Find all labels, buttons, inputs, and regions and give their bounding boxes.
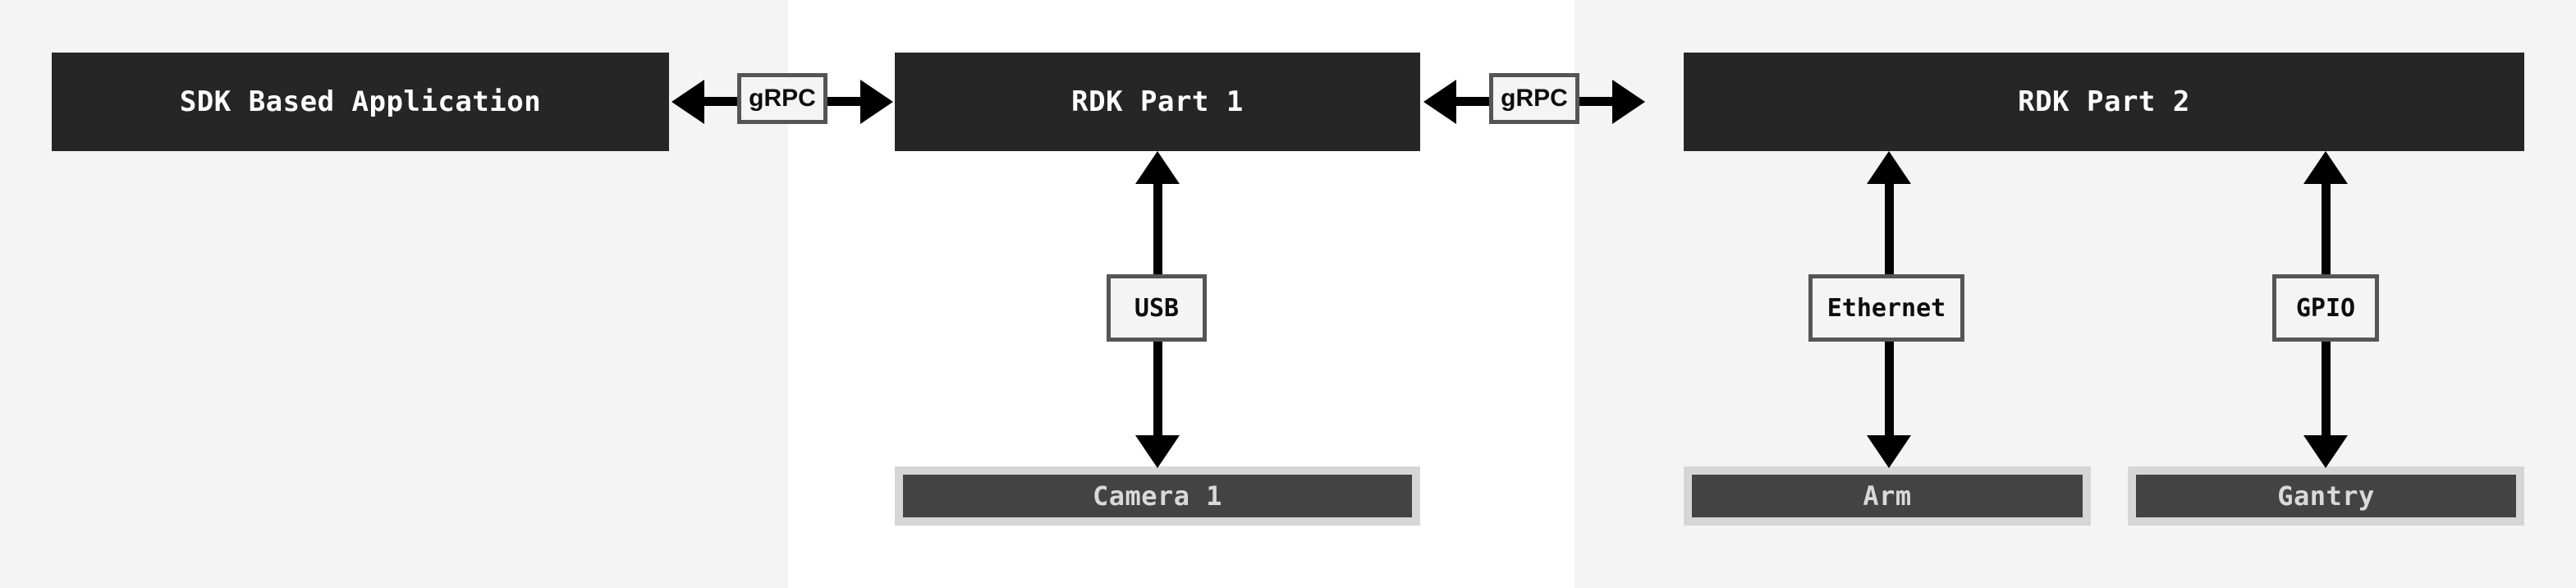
node-arm[interactable]: Arm [1684,466,2091,526]
node-arm-label: Arm [1863,480,1912,512]
node-rdk-part-2[interactable]: RDK Part 2 [1684,53,2524,151]
arrow-rdk1-to-rdk2-right-head [1612,80,1645,124]
connector-rdk1-to-rdk2-right-segment [1578,97,1614,106]
connection-label-grpc-sdk-rdk1-text: gRPC [749,85,816,112]
connector-sdk-to-rdk1-left-segment [703,97,739,106]
connection-label-gpio-text: GPIO [2295,293,2356,323]
connector-rdk2-to-arm-lower-segment [1885,340,1894,437]
connection-label-usb-text: USB [1134,293,1180,323]
node-gantry-label: Gantry [2277,480,2375,512]
connection-label-grpc-rdk1-rdk2-text: gRPC [1501,85,1568,112]
connector-sdk-to-rdk1-right-segment [826,97,862,106]
connector-rdk1-to-camera-lower-segment [1153,340,1162,437]
node-sdk-based-application-label: SDK Based Application [179,85,542,118]
connector-rdk2-to-arm-upper-segment [1885,182,1894,279]
arrow-rdk1-to-rdk2-left-head [1423,80,1456,124]
node-sdk-based-application[interactable]: SDK Based Application [52,53,669,151]
arrow-rdk2-to-arm-down-head [1867,435,1911,468]
connection-label-usb[interactable]: USB [1107,274,1207,342]
connection-label-ethernet[interactable]: Ethernet [1808,274,1964,342]
connection-label-grpc-rdk1-rdk2[interactable]: gRPC [1489,73,1579,124]
connector-rdk2-to-gantry-upper-segment [2322,182,2331,279]
node-rdk-part-1[interactable]: RDK Part 1 [895,53,1420,151]
node-rdk-part-1-label: RDK Part 1 [1071,85,1244,118]
node-camera-1[interactable]: Camera 1 [895,466,1420,526]
node-gantry[interactable]: Gantry [2128,466,2524,526]
connector-rdk1-to-camera-upper-segment [1153,182,1162,279]
node-rdk-part-2-label: RDK Part 2 [2018,85,2190,118]
connector-rdk2-to-gantry-lower-segment [2322,340,2331,437]
arrow-rdk2-to-gantry-down-head [2303,435,2348,468]
arrow-rdk1-to-camera-down-head [1135,435,1180,468]
arrow-rdk2-to-arm-up-head [1867,151,1911,184]
arrow-sdk-to-rdk1-left-head [672,80,704,124]
arrow-rdk2-to-gantry-up-head [2303,151,2348,184]
connection-label-ethernet-text: Ethernet [1827,293,1946,323]
connection-label-gpio[interactable]: GPIO [2272,274,2379,342]
node-camera-1-label: Camera 1 [1092,480,1223,512]
arrow-rdk1-to-camera-up-head [1135,151,1180,184]
arrow-sdk-to-rdk1-right-head [860,80,893,124]
connection-label-grpc-sdk-rdk1[interactable]: gRPC [737,73,827,124]
connector-rdk1-to-rdk2-left-segment [1455,97,1491,106]
